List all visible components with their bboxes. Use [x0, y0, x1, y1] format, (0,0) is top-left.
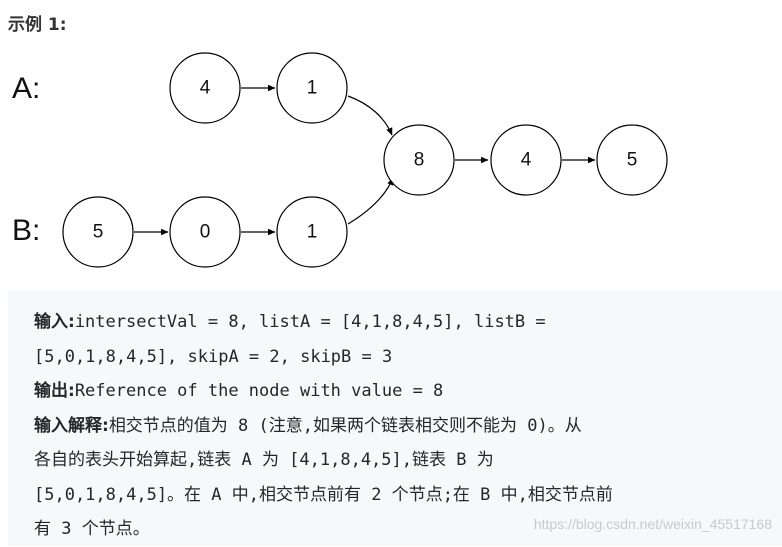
explain-line-2: 各自的表头开始算起,链表 A 为 [4,1,8,4,5],链表 B 为: [34, 443, 756, 478]
explain-label: 输入解释:: [34, 415, 109, 436]
node-c2-value: 4: [521, 150, 532, 171]
explain-text-4: 有 3 个节点。: [34, 519, 150, 539]
node-b1: 5: [62, 196, 134, 268]
list-a-label: A:: [12, 72, 41, 105]
input-text-1: intersectVal = 8, listA = [4,1,8,4,5], l…: [74, 312, 546, 332]
node-c3-value: 5: [627, 150, 638, 171]
node-b1-value: 5: [93, 222, 104, 243]
explain-text-2: 各自的表头开始算起,链表 A 为 [4,1,8,4,5],链表 B 为: [34, 450, 494, 470]
example-code-block: 输入:intersectVal = 8, listA = [4,1,8,4,5]…: [8, 290, 782, 546]
node-c2: 4: [490, 124, 562, 196]
input-line-2: [5,0,1,8,4,5], skipA = 2, skipB = 3: [34, 340, 756, 375]
example-heading: 示例 1:: [8, 15, 67, 35]
node-a1-value: 4: [200, 78, 211, 99]
node-b2: 0: [169, 196, 241, 268]
output-text: Reference of the node with value = 8: [74, 381, 444, 401]
input-label: 输入:: [34, 312, 75, 332]
explain-text-3: [5,0,1,8,4,5]。在 A 中,相交节点前有 2 个节点;在 B 中,相…: [34, 484, 613, 505]
explain-text-1: 相交节点的值为 8 (注意,如果两个链表相交则不能为 0)。从: [108, 415, 582, 436]
node-b3-value: 1: [307, 222, 318, 243]
node-b2-value: 0: [200, 222, 211, 243]
node-a1: 4: [169, 52, 241, 124]
edge-a2-c1: [347, 95, 393, 136]
explain-line-3: [5,0,1,8,4,5]。在 A 中,相交节点前有 2 个节点;在 B 中,相…: [34, 478, 756, 513]
node-a2: 1: [276, 52, 348, 124]
node-c1: 8: [383, 124, 455, 196]
output-line: 输出:Reference of the node with value = 8: [34, 374, 756, 409]
node-c1-value: 8: [414, 150, 425, 171]
explain-line-4: 有 3 个节点。: [34, 512, 756, 547]
watermark: https://blog.csdn.net/weixin_45517168: [533, 516, 772, 532]
input-text-2: [5,0,1,8,4,5], skipA = 2, skipB = 3: [34, 346, 393, 367]
explain-line-1: 输入解释:相交节点的值为 8 (注意,如果两个链表相交则不能为 0)。从: [34, 409, 756, 444]
list-b-label: B:: [12, 214, 41, 247]
node-b3: 1: [276, 196, 348, 268]
edge-b3-c1: [347, 177, 394, 225]
linked-list-diagram: 4 1 5 0 1 8 4 5: [62, 52, 668, 268]
output-label: 输出:: [34, 381, 75, 401]
node-c3: 5: [596, 124, 668, 196]
input-line-1: 输入:intersectVal = 8, listA = [4,1,8,4,5]…: [34, 305, 756, 340]
node-a2-value: 1: [307, 78, 318, 99]
